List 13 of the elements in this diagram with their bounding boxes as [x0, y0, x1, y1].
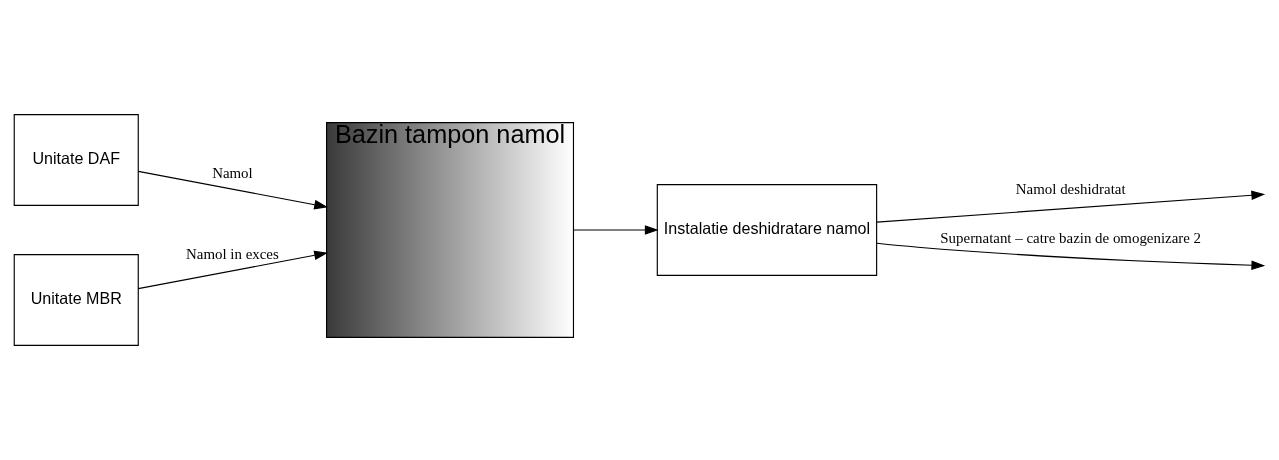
- arrow: [876, 190, 1266, 223]
- edge-label: Namol: [212, 164, 253, 181]
- node-box: Unitate MBR: [13, 254, 139, 346]
- arrow: [876, 242, 1266, 271]
- node-box: Unitate DAF: [13, 114, 139, 206]
- arrow: [573, 225, 659, 235]
- edge-label: Namol in exces: [186, 246, 279, 263]
- edge-label: Namol deshidratat: [1015, 180, 1126, 197]
- node-box: Instalatie deshidratare namol: [656, 184, 878, 276]
- edge-label: Supernatant – catre bazin de omogenizare 2: [940, 230, 1202, 247]
- node-box: Bazin tampon namol: [326, 122, 575, 338]
- arrow: [137, 250, 328, 290]
- arrow: [137, 170, 328, 210]
